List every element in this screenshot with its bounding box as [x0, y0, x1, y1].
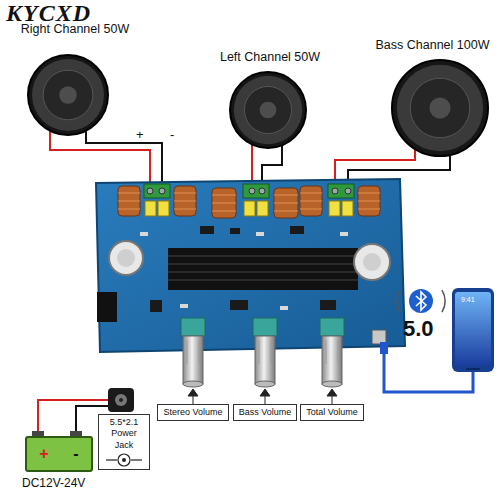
- phone: [452, 288, 494, 372]
- volume-label-box: Stereo Volume: [157, 404, 229, 421]
- circuit-board: [96, 179, 405, 352]
- speaker-cone: [410, 78, 470, 138]
- power-jack-label: 5.5*2.1 Power Jack: [102, 417, 146, 451]
- speaker-drawing: [195, 50, 345, 150]
- polarity-mark: -: [170, 128, 174, 143]
- volume-knobs: [181, 318, 344, 387]
- dc-jack-symbol: [102, 451, 146, 469]
- audio-cable: [380, 342, 473, 392]
- phone-clock: 9:41: [461, 296, 475, 304]
- barrel-plug: [108, 388, 134, 412]
- symbol-ring: [118, 454, 130, 466]
- volume-label: Bass Volume: [237, 407, 293, 418]
- speaker-drawing: [5, 22, 145, 137]
- knob-pointers: [188, 389, 337, 404]
- speaker-surround: [397, 65, 483, 151]
- dc-symbol-holder: [102, 451, 146, 469]
- speaker-node: Right Channel 50W: [5, 22, 145, 137]
- speaker-surround: [234, 76, 302, 144]
- speaker-node: Left Channel 50W: [195, 50, 345, 150]
- polarity-mark: +: [136, 128, 144, 143]
- speaker-frame: [230, 72, 306, 148]
- speaker-frame: [392, 60, 488, 156]
- battery-polarity: +: [39, 446, 48, 462]
- symbol-line: [131, 459, 142, 460]
- power-jack-box: 5.5*2.1 Power Jack: [98, 414, 150, 470]
- battery-polarity: -: [73, 446, 78, 462]
- bluetooth-version: 5.0: [403, 316, 434, 341]
- speaker-dust-cap: [429, 97, 450, 118]
- speaker-drawing: [370, 38, 495, 158]
- battery-shape: +-: [25, 436, 93, 472]
- speaker-frame: [28, 55, 108, 135]
- symbol-line: [106, 459, 117, 460]
- volume-label-box: Bass Volume: [233, 404, 297, 421]
- voltage-label: DC12V-24V: [22, 477, 85, 491]
- speaker-cone: [244, 86, 291, 133]
- speaker-cone: [43, 70, 93, 120]
- channel-label: Bass Channel 100W: [370, 38, 495, 53]
- volume-label-box: Total Volume: [300, 404, 364, 421]
- brand-watermark: KYCXD: [6, 0, 91, 28]
- speaker-dust-cap: [260, 102, 277, 119]
- channel-label: Left Channel 50W: [195, 50, 345, 65]
- speaker-dust-cap: [59, 86, 77, 104]
- speaker-surround: [32, 59, 104, 131]
- volume-label: Total Volume: [304, 407, 360, 418]
- speaker-node: Bass Channel 100W: [370, 38, 495, 158]
- symbol-dot: [122, 458, 126, 462]
- bluetooth-badge: [397, 289, 445, 313]
- volume-label: Stereo Volume: [161, 407, 225, 418]
